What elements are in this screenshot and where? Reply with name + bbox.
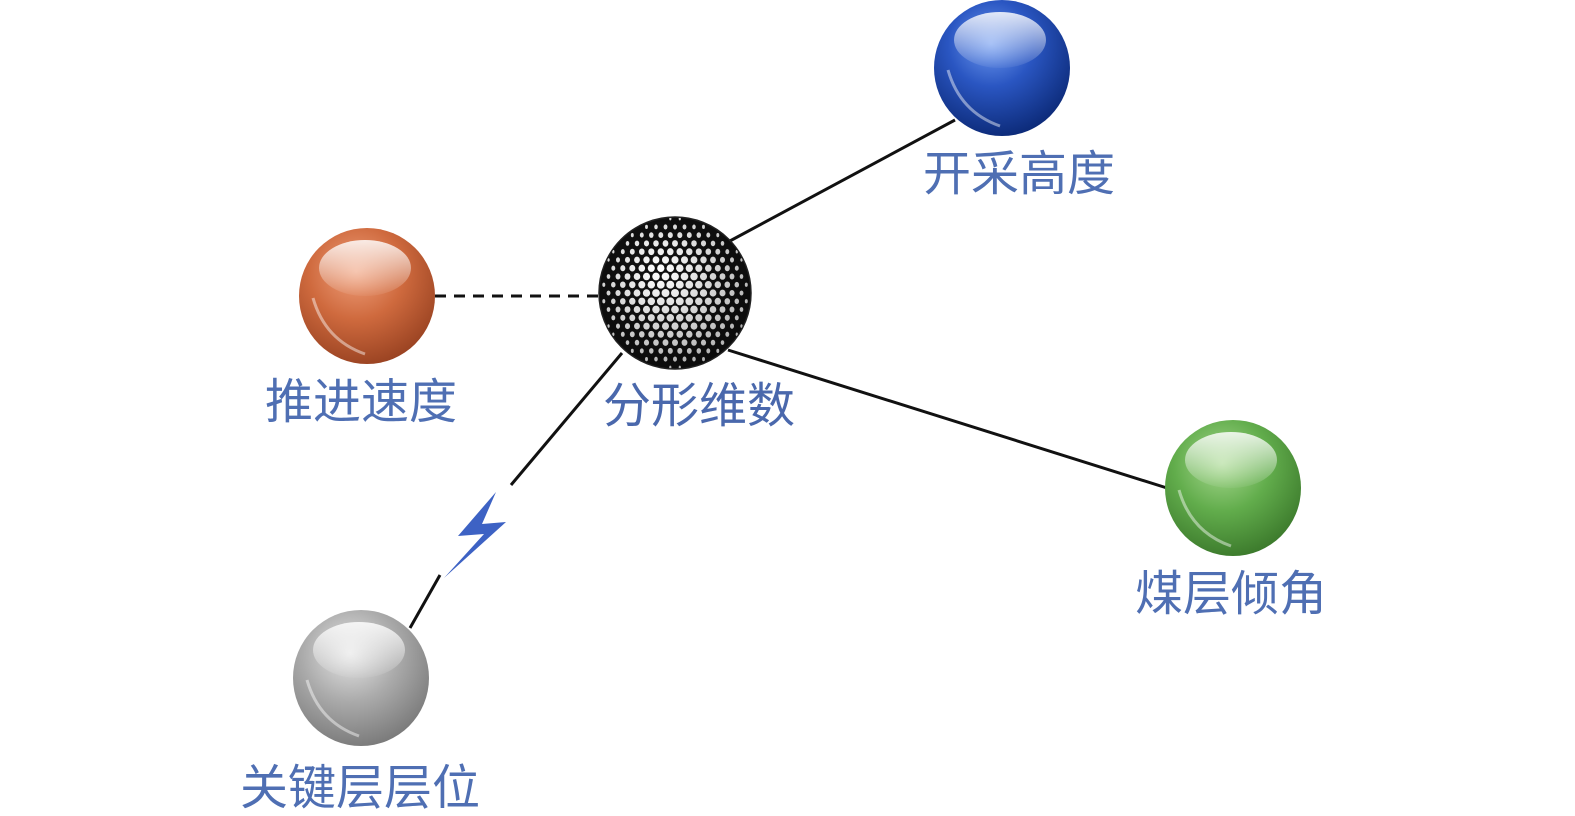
label-height: 开采高度 <box>923 146 1115 202</box>
link-key-layer-upper <box>509 352 624 486</box>
link-dip <box>727 348 1168 490</box>
sphere-key-layer <box>293 610 429 746</box>
label-center: 分形维数 <box>603 378 795 434</box>
link-height <box>727 118 956 244</box>
label-dip: 煤层倾角 <box>1135 566 1327 622</box>
lightning-bolt-icon <box>444 492 506 578</box>
label-key-layer: 关键层层位 <box>240 760 480 816</box>
label-speed: 推进速度 <box>265 374 457 430</box>
sphere-dip <box>1165 420 1301 556</box>
center-sphere <box>598 216 752 370</box>
link-key-layer-lower <box>408 574 442 629</box>
sphere-height <box>934 0 1070 136</box>
sphere-speed <box>299 228 435 364</box>
